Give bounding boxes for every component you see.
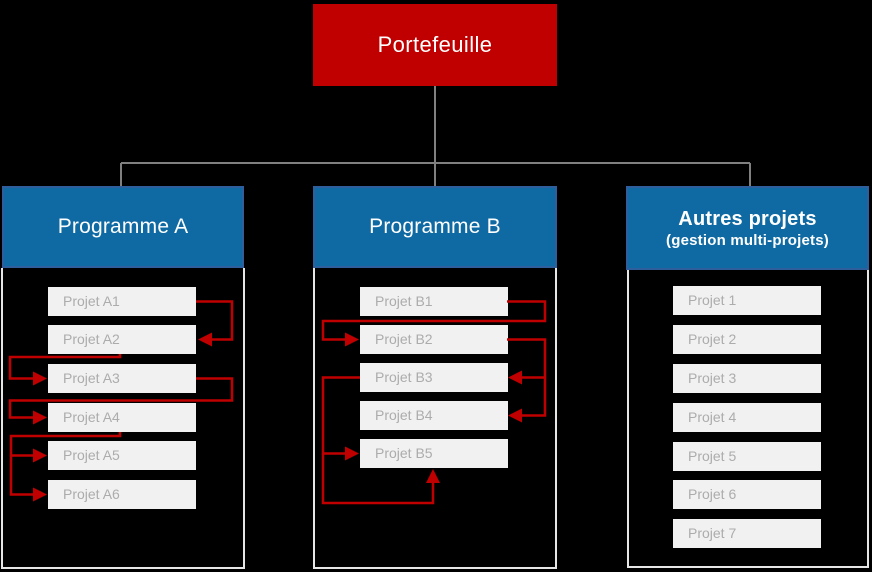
arrowhead-right-icon [345, 332, 359, 347]
arrow-a2-to-a3 [8, 354, 122, 386]
project-box-a2: Projet A2 [48, 325, 196, 354]
arrowhead-left-icon [198, 332, 212, 347]
project-box-1: Projet 1 [673, 286, 821, 315]
program-a-header: Programme A [2, 186, 244, 268]
project-box-4: Projet 4 [673, 403, 821, 432]
project-box-b1: Projet B1 [360, 287, 508, 316]
arrowhead-right-icon [33, 448, 47, 463]
program-b-header: Programme B [313, 186, 557, 268]
program-b-title: Programme B [369, 215, 501, 238]
project-box-6: Projet 6 [673, 480, 821, 509]
arrow-a3-to-a4 [8, 377, 234, 425]
project-box-a1: Projet A1 [48, 287, 196, 316]
arrowhead-right-icon [33, 410, 47, 425]
project-box-a6: Projet A6 [48, 480, 196, 509]
other-projects-title: Autres projets [678, 207, 817, 230]
program-a-title: Programme A [57, 215, 189, 238]
project-box-a3: Projet A3 [48, 364, 196, 393]
project-box-b4: Projet B4 [360, 401, 508, 430]
arrow-b2-to-b4 [508, 377, 547, 423]
project-box-2: Projet 2 [673, 325, 821, 354]
arrowhead-left-icon [508, 370, 522, 385]
project-box-5: Projet 5 [673, 442, 821, 471]
arrow-b1-to-b2 [321, 300, 547, 347]
project-box-3: Projet 3 [673, 364, 821, 393]
arrow-b2-to-b3 [507, 338, 547, 385]
other-projects-header: Autres projets (gestion multi-projets) [626, 186, 869, 270]
project-box-b2: Projet B2 [360, 325, 508, 354]
arrow-b3-to-b5-left [321, 376, 360, 461]
arrowhead-right-icon [33, 487, 47, 502]
arrowhead-left-icon [508, 408, 522, 423]
arrow-b3-to-b5-bottom [321, 453, 440, 505]
project-box-a5: Projet A5 [48, 441, 196, 470]
arrow-a1-to-a2 [196, 300, 234, 347]
portfolio-root-label: Portefeuille [377, 32, 493, 57]
arrowhead-right-icon [345, 446, 359, 461]
arrow-a4-to-a6 [9, 455, 47, 502]
project-box-b3: Projet B3 [360, 363, 508, 392]
project-box-7: Projet 7 [673, 519, 821, 548]
portfolio-root-box: Portefeuille [313, 4, 557, 86]
project-box-a4: Projet A4 [48, 403, 196, 432]
arrowhead-up-icon [426, 469, 440, 483]
other-projects-subtitle: (gestion multi-projets) [666, 231, 829, 249]
arrowhead-right-icon [33, 371, 47, 386]
arrow-a4-to-a5 [9, 432, 122, 463]
project-box-b5: Projet B5 [360, 439, 508, 468]
connector-lines [120, 86, 751, 186]
